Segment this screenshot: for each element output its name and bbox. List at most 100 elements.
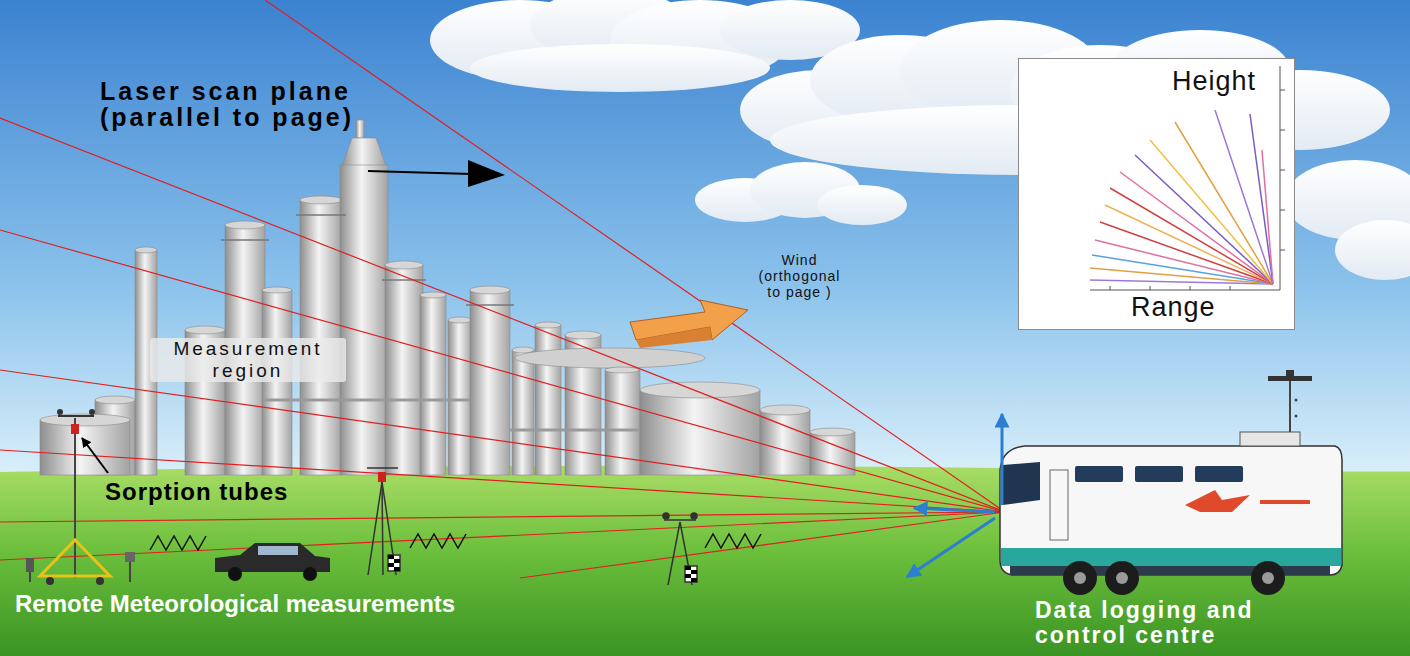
- refinery: [760, 405, 810, 415]
- control-truck: [1003, 462, 1040, 505]
- laser-beam: [265, 0, 1005, 512]
- refinery: [420, 292, 446, 298]
- inset-plot: [1150, 286, 1151, 290]
- annotation-label: Remote Meteorological measurements: [15, 590, 455, 618]
- inset-plot: [1280, 90, 1285, 91]
- met-mast: [96, 577, 104, 585]
- refinery: [448, 317, 472, 323]
- refinery: [342, 138, 386, 166]
- met-mast: [71, 424, 79, 434]
- inset-plot: [1018, 58, 1295, 330]
- control-truck: [1135, 466, 1183, 482]
- control-truck: [1074, 572, 1086, 584]
- sampling-tripod: [388, 555, 400, 571]
- met-mast: [29, 572, 31, 582]
- inset-plot: [1110, 90, 1285, 290]
- scan-plane-arrow: [368, 160, 505, 187]
- refinery: [185, 326, 225, 334]
- annotation-label: Data logging and control centre: [1035, 598, 1340, 649]
- leader-line: [82, 438, 108, 473]
- control-truck: [1116, 572, 1128, 584]
- control-truck: [1195, 466, 1243, 482]
- refinery: [640, 382, 760, 398]
- control-truck: [1268, 376, 1312, 381]
- inset-plot: [1280, 210, 1285, 211]
- control-truck: [1289, 380, 1291, 432]
- inset-plot: [1110, 188, 1273, 284]
- refinery: [640, 390, 760, 475]
- inset-plot: [1095, 240, 1273, 284]
- wind-arrow: [636, 327, 712, 348]
- refinery: [448, 320, 472, 475]
- refinery: [300, 196, 342, 204]
- inset-plot: [1150, 140, 1273, 284]
- refinery: [420, 295, 446, 475]
- refinery: [385, 261, 423, 269]
- control-truck: [1286, 370, 1294, 376]
- control-truck: [1001, 548, 1341, 566]
- signal-zigzag: [150, 534, 761, 550]
- sampling-tripod: [668, 522, 680, 585]
- axis-arrow: [907, 414, 1002, 577]
- refinery: [515, 348, 705, 368]
- sky: [0, 0, 1410, 480]
- refinery: [466, 304, 514, 306]
- laser-beam: [0, 118, 1005, 512]
- refinery: [221, 239, 269, 241]
- control-truck: [1295, 399, 1298, 402]
- inset-plot: [1280, 250, 1285, 251]
- refinery: [265, 399, 470, 402]
- refinery: [340, 165, 388, 475]
- refinery: [40, 414, 130, 426]
- sampling-tripod: [367, 468, 697, 585]
- axis-arrow: [914, 508, 995, 512]
- sampling-tripod: [685, 574, 691, 578]
- refinery: [262, 290, 292, 475]
- sampling-tripod: [664, 519, 696, 521]
- refinery: [470, 286, 510, 294]
- sampling-tripod: [663, 513, 669, 519]
- met-mast: [46, 577, 54, 585]
- inset-plot: [1110, 286, 1111, 290]
- signal-zigzag: [705, 534, 761, 548]
- survey-car: [228, 567, 242, 581]
- met-mast: [89, 409, 95, 415]
- sampling-tripod: [368, 482, 382, 575]
- wind-arrow: [630, 300, 748, 348]
- laser-beam: [0, 512, 1005, 560]
- control-truck: [1050, 470, 1068, 540]
- control-truck: [1105, 561, 1139, 595]
- annotation-label: Sorption tubes: [105, 478, 288, 506]
- inset-plot: [1230, 286, 1231, 290]
- refinery: [605, 367, 639, 373]
- inset-plot: [1280, 130, 1285, 131]
- refinery: [810, 428, 854, 436]
- sampling-tripod: [388, 555, 394, 559]
- cloud: [1335, 220, 1410, 280]
- sampling-tripod: [382, 482, 383, 575]
- refinery: [296, 214, 346, 216]
- met-mast: [74, 418, 76, 578]
- sampling-tripod: [691, 570, 697, 574]
- refinery: [262, 287, 292, 293]
- inset-plot: [1018, 58, 1295, 330]
- scan-plane-arrow: [368, 171, 472, 174]
- met-mast: [58, 415, 94, 417]
- inset-plot: [1120, 172, 1273, 284]
- laser-beam: [0, 450, 1005, 512]
- refinery: [512, 347, 534, 353]
- control-truck: [1075, 466, 1123, 482]
- sampling-tripod: [388, 563, 394, 567]
- sampling-tripod: [394, 559, 400, 563]
- survey-car: [258, 546, 298, 555]
- inset-plot: [1190, 286, 1191, 290]
- laser-beam: [0, 370, 1005, 512]
- refinery: [95, 396, 135, 404]
- axis-arrow: [907, 518, 995, 577]
- inset-plot: [1280, 170, 1285, 171]
- inset-plot: [1135, 155, 1273, 284]
- inset-plot: [1280, 66, 1281, 290]
- signal-zigzag: [410, 534, 466, 548]
- inset-plot: [1090, 290, 1280, 291]
